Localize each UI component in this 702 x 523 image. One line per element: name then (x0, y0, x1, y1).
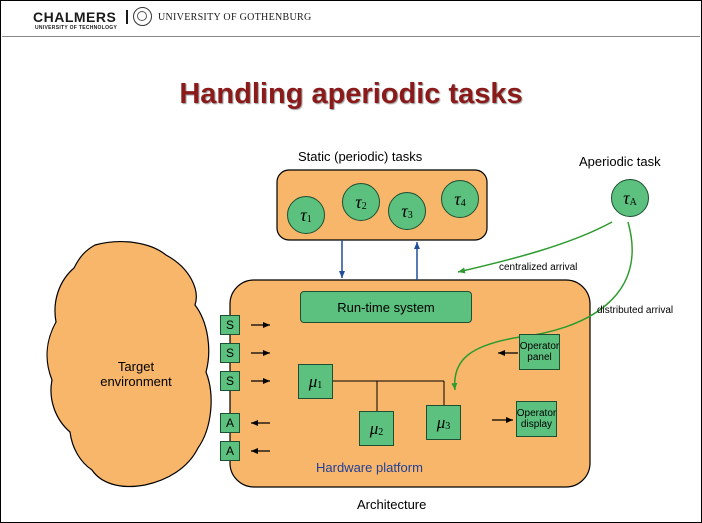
static-tasks-label: Static (periodic) tasks (298, 149, 423, 164)
target-environment-shape (46, 240, 212, 488)
task-tau1-symbol: τ (300, 204, 307, 225)
processor-mu3-sub: 3 (445, 421, 451, 432)
header-separator (126, 10, 128, 24)
processor-mu3-symbol: μ (436, 412, 446, 432)
static-tasks-box (276, 169, 488, 241)
architecture-label: Architecture (357, 497, 427, 512)
task-tau4-symbol: τ (454, 188, 461, 209)
target-environment-label-2: environment (100, 374, 172, 389)
actuator-box-1: A (220, 413, 240, 433)
target-environment-label-1: Target (117, 359, 155, 374)
university-seal-icon (133, 7, 152, 26)
task-tau2-sub: 2 (361, 201, 367, 212)
operator-display-label-2: display (520, 419, 553, 430)
task-tau4-sub: 4 (460, 198, 466, 209)
task-tauA-sub: A (629, 197, 637, 208)
distributed-arrival-label: distributed arrival (597, 305, 674, 316)
operator-display-label-1: Operator (516, 408, 557, 419)
processor-mu1-symbol: μ (308, 371, 318, 391)
processor-mu1-sub: 1 (317, 380, 323, 391)
runtime-system-box: Run-time system (300, 291, 472, 323)
processor-mu2-sub: 2 (378, 427, 384, 438)
sensor-box-1: S (220, 315, 240, 335)
task-tauA-symbol: τ (623, 187, 630, 208)
task-tau3-sub: 3 (407, 210, 413, 221)
operator-panel-label-2: panel (527, 352, 552, 363)
chalmers-logo-subtext: UNIVERSITY OF TECHNOLOGY (35, 25, 118, 31)
processor-mu2-symbol: μ (369, 418, 379, 438)
sensor-box-2: S (220, 343, 240, 363)
actuator-box-2: A (220, 441, 240, 461)
gothenburg-logo-text: UNIVERSITY OF GOTHENBURG (158, 12, 312, 23)
chalmers-logo-text: CHALMERS (33, 9, 117, 25)
sensor-box-3: S (220, 371, 240, 391)
slide-title: Handling aperiodic tasks (179, 78, 523, 110)
centralized-arrival-label: centralized arrival (499, 262, 578, 273)
hardware-platform-label: Hardware platform (316, 460, 423, 475)
task-tau1-sub: 1 (306, 214, 312, 225)
task-tau2-symbol: τ (355, 191, 362, 212)
operator-panel-label-1: Operator (519, 341, 560, 352)
header-divider (2, 36, 700, 37)
task-tau3-symbol: τ (401, 200, 408, 221)
aperiodic-task-label: Aperiodic task (579, 154, 661, 169)
centralized-arrival-arrow (457, 221, 613, 274)
